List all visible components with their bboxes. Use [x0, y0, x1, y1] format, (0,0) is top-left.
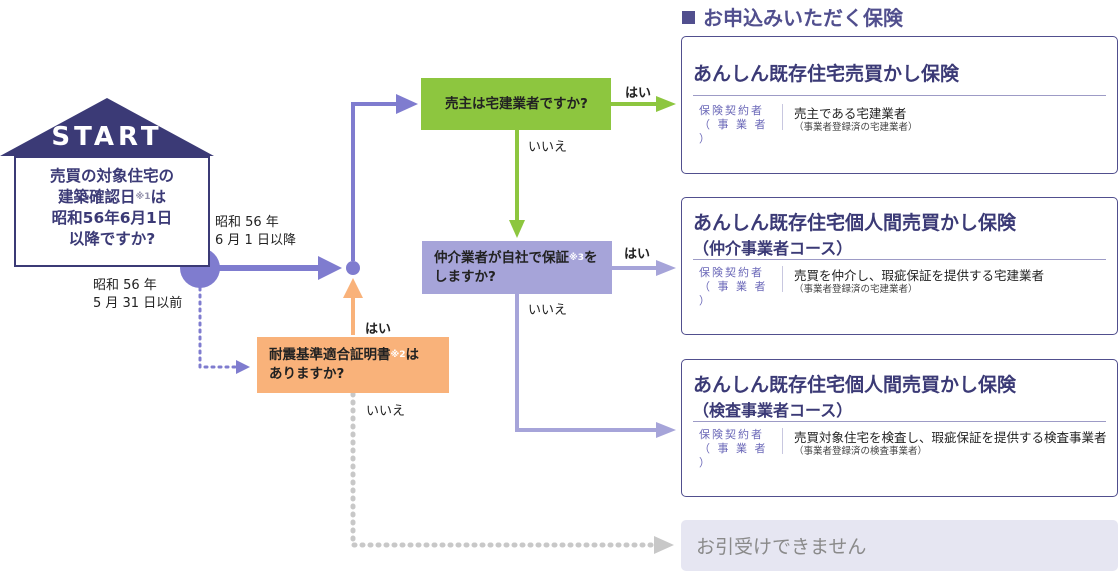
arrow-junction-to-seller: [351, 102, 398, 261]
card-insurer: 売主である宅建業者: [794, 106, 907, 121]
card-divider: [693, 259, 1106, 260]
arrow-before-to-quake: [198, 286, 240, 369]
card-insurer-note: （事業者登録済の検査事業者）: [794, 446, 928, 457]
arrowhead-broker-yes: [656, 260, 676, 276]
card-divider: [693, 421, 1106, 422]
arrowhead-junction: [318, 256, 342, 280]
card-insurer: 売買を仲介し、瑕疵保証を提供する宅建業者: [794, 268, 1045, 283]
decline-box: お引受けできません: [681, 520, 1118, 571]
question-broker-box: 仲介業者が自社で保証※3を しますか?: [422, 241, 612, 294]
card-title: あんしん既存住宅個人間売買かし保険: [693, 374, 1017, 396]
seller-yes-label: はい: [625, 86, 652, 101]
card-separator: [782, 104, 783, 130]
start-label: START: [51, 122, 163, 152]
seller-no-label: いいえ: [528, 140, 568, 155]
insurer-label: 保険契約者（ 事 業 者 ）: [699, 428, 768, 469]
broker-no-label: いいえ: [528, 303, 568, 318]
arrowhead-seller-yes: [656, 96, 676, 112]
card-separator: [782, 428, 783, 454]
card-divider: [693, 95, 1106, 96]
branch-after-label: 昭和 56 年 6 月 1 日以降: [215, 215, 296, 248]
start-house-roof: [0, 98, 214, 156]
quake-yes-label: はい: [365, 322, 392, 337]
arrowhead-broker-no: [656, 422, 676, 438]
insurer-label: 保険契約者（ 事 業 者 ）: [699, 104, 768, 145]
branch-before-label: 昭和 56 年 5 月 31 日以前: [93, 278, 183, 311]
card-separator: [782, 266, 783, 292]
card-insurer: 売買対象住宅を検査し、瑕疵保証を提供する検査事業者: [794, 430, 1107, 445]
arrow-broker-no: [515, 294, 658, 432]
insurance-card-inspector: あんしん既存住宅個人間売買かし保険 （検査事業者コース） 保険契約者（ 事 業 …: [681, 359, 1118, 497]
decline-text: お引受けできません: [696, 536, 867, 558]
broker-yes-label: はい: [624, 247, 651, 262]
insurance-card-seller: あんしん既存住宅売買かし保険 保険契約者（ 事 業 者 ） 売主である宅建業者 …: [681, 36, 1118, 174]
quake-no-label: いいえ: [366, 404, 406, 419]
arrowhead-seller: [396, 94, 418, 114]
insurer-label: 保険契約者（ 事 業 者 ）: [699, 266, 768, 307]
arrowhead-seller-no: [509, 220, 525, 238]
section-title: お申込みいただく保険: [682, 2, 903, 31]
start-question: 売買の対象住宅の 建築確認日※1は 昭和56年6月1日 以降ですか?: [49, 167, 174, 248]
insurance-card-broker: あんしん既存住宅個人間売買かし保険 （仲介事業者コース） 保険契約者（ 事 業 …: [681, 197, 1118, 335]
card-title: あんしん既存住宅個人間売買かし保険: [693, 212, 1017, 234]
question-seller-box: 売主は宅建業者ですか?: [421, 78, 611, 130]
arrowhead-decline: [654, 536, 674, 554]
square-bullet-icon: [682, 11, 695, 24]
arrowhead-quake-yes: [343, 278, 363, 298]
card-subtitle: （仲介事業者コース）: [693, 239, 853, 258]
card-insurer-note: （事業者登録済の宅建業者）: [794, 122, 918, 133]
arrowhead-quake: [236, 360, 250, 374]
start-question-box: 売買の対象住宅の 建築確認日※1は 昭和56年6月1日 以降ですか?: [14, 156, 210, 267]
card-subtitle: （検査事業者コース）: [693, 401, 853, 420]
card-title: あんしん既存住宅売買かし保険: [693, 63, 960, 85]
arrow-quake-no: [350, 391, 659, 548]
junction-dot: [346, 261, 360, 275]
card-insurer-note: （事業者登録済の宅建業者）: [794, 284, 918, 295]
question-quake-box: 耐震基準適合証明書※2は ありますか?: [257, 337, 449, 393]
